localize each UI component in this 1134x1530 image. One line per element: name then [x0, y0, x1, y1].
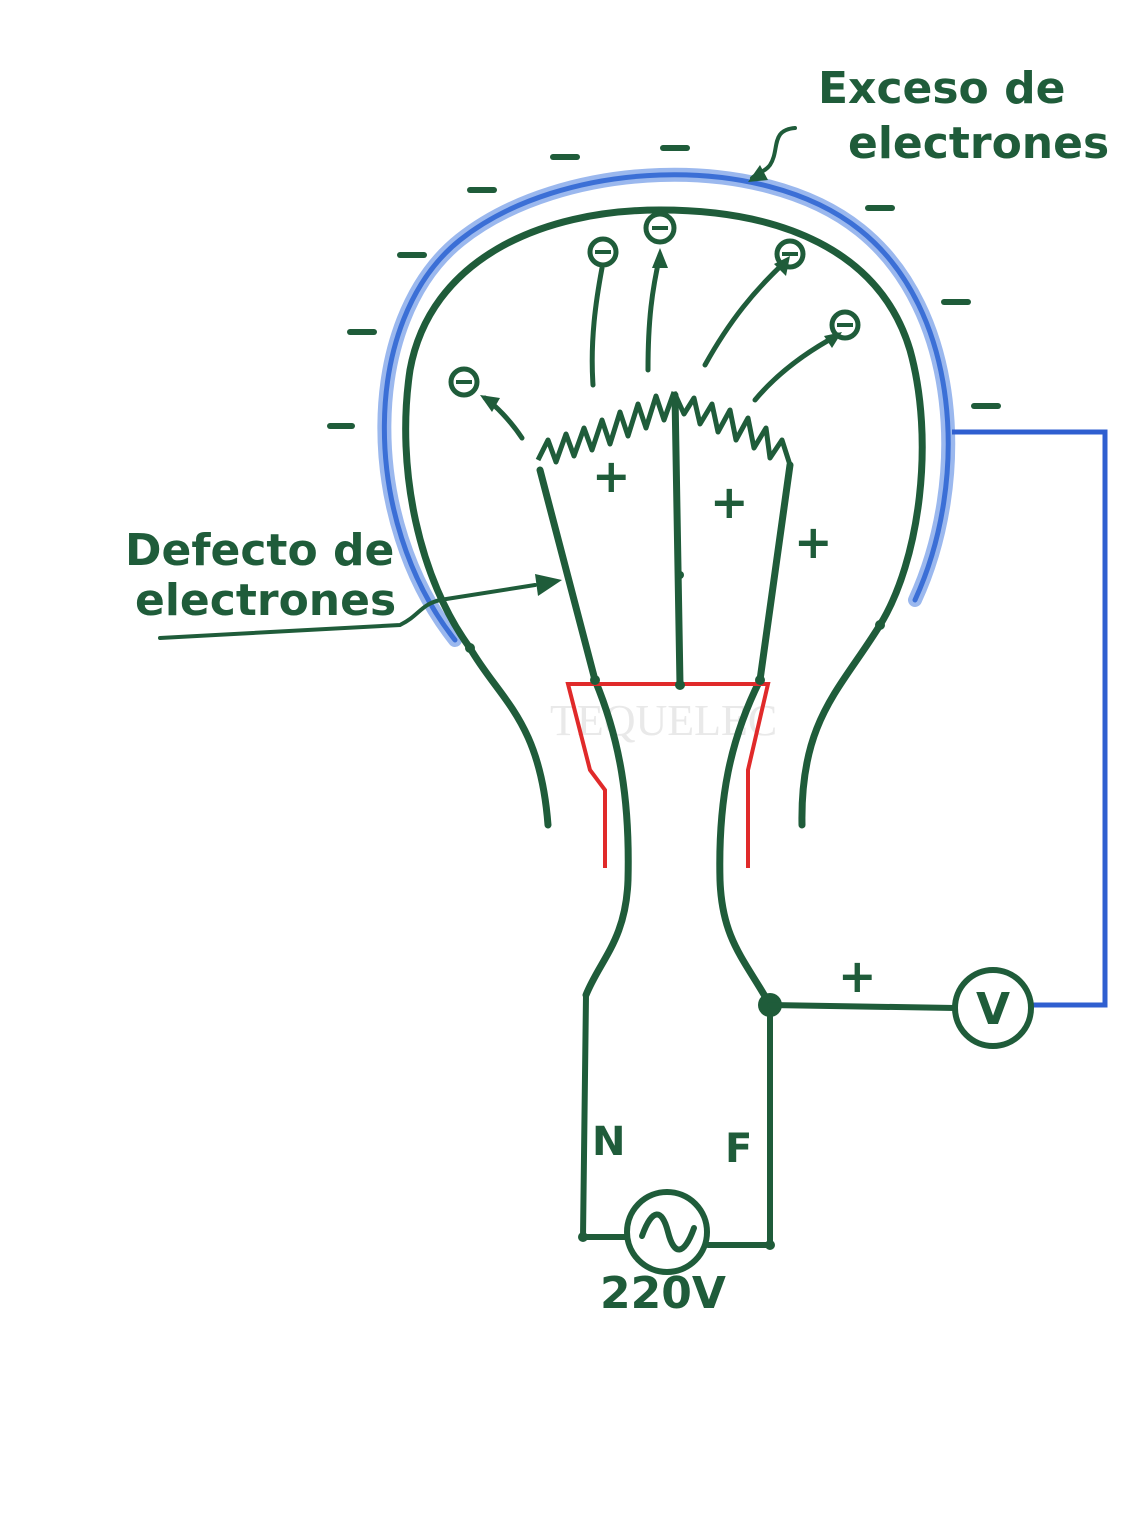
ac-source	[624, 1189, 710, 1275]
supply-wires	[579, 992, 958, 1248]
excess-pointer-head	[748, 165, 768, 182]
voltage-label: 220V	[600, 1268, 726, 1319]
electron-3	[643, 211, 677, 245]
plus-sign-voltmeter: +	[838, 949, 877, 1003]
bulb-glass	[402, 206, 926, 829]
filament	[535, 390, 793, 466]
defect-pointer	[158, 583, 537, 640]
junction-dots	[465, 571, 885, 1250]
plus-sign-1: +	[592, 449, 631, 503]
defect-label-line2: electrones	[135, 575, 396, 626]
voltmeter-label: V	[976, 984, 1010, 1035]
electron-4	[774, 238, 806, 270]
filament-supports	[536, 391, 794, 689]
glass-charge-halo	[377, 167, 956, 647]
plus-sign-3: +	[794, 515, 833, 569]
electron-5	[829, 309, 861, 341]
excess-label-line1: Exceso de	[818, 63, 1065, 114]
plus-sign-2: +	[710, 475, 749, 529]
neutral-label: N	[592, 1119, 625, 1165]
field-minus-signs	[327, 145, 1001, 429]
electrons	[448, 211, 861, 398]
electron-arrowheads	[480, 248, 842, 412]
lamp-neck	[582, 676, 774, 1009]
sine-wave-icon	[639, 1211, 697, 1253]
blue-probe-wire	[952, 429, 1108, 1008]
electron-2	[587, 236, 619, 268]
voltmeter: V	[952, 967, 1034, 1049]
defect-label-line1: Defecto de	[125, 525, 394, 576]
defect-pointer-head	[535, 574, 562, 596]
electron-1	[448, 366, 480, 398]
lamp-base	[565, 682, 771, 868]
excess-label-line2: electrones	[848, 118, 1109, 169]
phase-label: F	[725, 1126, 752, 1172]
